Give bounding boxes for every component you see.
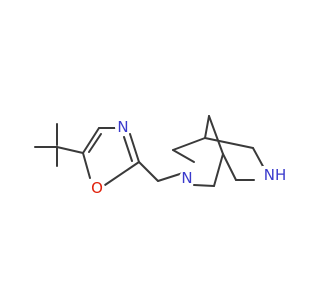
molecule-structure-diagram: N O N NH <box>34 115 288 197</box>
bond-c2-ch2 <box>138 161 159 182</box>
bond-ch2-bridgehead-right <box>222 153 237 181</box>
oxazole-nitrogen-label: N <box>117 118 128 136</box>
bond-ch2-n <box>157 172 184 182</box>
bicyclic-tertiary-nitrogen-label: N <box>181 169 192 187</box>
oxazole-oxygen-label: O <box>91 179 103 197</box>
bicyclic-secondary-nitrogen-atom: NH <box>262 166 288 184</box>
bond-n3-c2-double-inner <box>123 136 133 162</box>
bond-n-ch2-upper <box>172 149 195 163</box>
bonds <box>34 115 266 187</box>
oxazole-nitrogen-atom: N <box>115 118 131 136</box>
oxazole-oxygen-atom: O <box>89 179 105 197</box>
bond-bridge-bridgehead-right <box>208 115 224 155</box>
bond-bridgehead-right-ch2 <box>213 153 224 187</box>
bond-o1-c5 <box>82 152 91 179</box>
bond-ch2-n-lower <box>193 184 215 187</box>
bicyclic-tertiary-nitrogen-atom: N <box>179 169 195 187</box>
bond-bridgehead-left-ch2 <box>204 137 254 149</box>
bond-bridgehead-left-bridge <box>204 115 210 139</box>
bicyclic-secondary-nitrogen-label: NH <box>264 166 287 184</box>
bond-c2-o1 <box>104 161 140 186</box>
bond-c5-c4-double-inner <box>88 133 102 153</box>
bond-ch2-bridgehead-left <box>172 137 206 151</box>
atom-labels: N O N NH <box>89 118 288 197</box>
bond-c5-c4-double <box>82 127 100 154</box>
bond-tbutyl-to-oxazole <box>56 146 84 154</box>
bond-n3-c2-double <box>129 133 140 163</box>
